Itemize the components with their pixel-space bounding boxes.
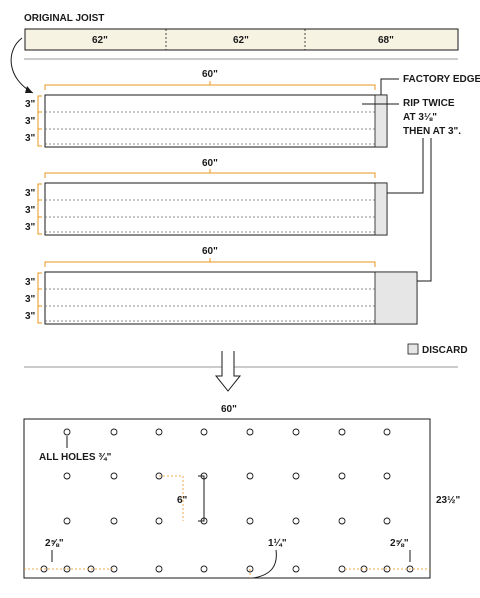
board-1-strip-2: 3" <box>25 116 36 127</box>
joist-segment-3: 68" <box>378 35 394 46</box>
rip-label-line2: AT 3⅛" <box>403 112 437 123</box>
hole-icon <box>292 565 300 573</box>
spacing-label: 6" <box>177 495 188 506</box>
hole-icon <box>200 565 208 573</box>
original-joist-title: ORIGINAL JOIST <box>24 13 104 24</box>
down-arrow-icon <box>214 351 242 392</box>
hole-icon <box>338 565 346 573</box>
hole-icon <box>155 517 163 525</box>
board-1: 60" 3" 3" 3" <box>25 69 388 148</box>
hole-icon <box>246 472 254 480</box>
discard-label: DISCARD <box>422 345 468 356</box>
hole-icon <box>110 517 118 525</box>
right-edge-label: 2⅝" <box>390 538 409 549</box>
hole-icon <box>110 472 118 480</box>
left-edge-label: 2⅝" <box>45 538 64 549</box>
discard-swatch <box>407 343 419 355</box>
board-2: 60" 3" 3" 3" <box>25 158 388 236</box>
hole-icon <box>155 428 163 436</box>
hole-icon <box>292 428 300 436</box>
board-2-strip-3: 3" <box>25 222 36 233</box>
hole-icon <box>155 565 163 573</box>
board-1-strip-3: 3" <box>25 133 36 144</box>
holes-grid <box>40 428 414 573</box>
arrowhead-icon <box>25 86 33 93</box>
hole-icon <box>63 472 71 480</box>
original-joist: 62" 62" 68" <box>24 28 459 51</box>
panel-height-label: 23½" <box>436 495 460 506</box>
hole-icon <box>383 517 391 525</box>
hole-icon <box>338 472 346 480</box>
board-3-length: 60" <box>202 246 218 257</box>
hole-icon <box>383 428 391 436</box>
factory-edge-label: FACTORY EDGE <box>403 74 480 85</box>
joist-segment-1: 62" <box>92 35 108 46</box>
hole-icon <box>292 472 300 480</box>
top-panel <box>23 418 431 579</box>
joist-segment-2: 62" <box>233 35 249 46</box>
hole-icon <box>200 428 208 436</box>
hole-icon <box>246 517 254 525</box>
hole-icon <box>383 472 391 480</box>
board-3: 60" 3" 3" 3" <box>25 246 418 325</box>
board-3-strip-1: 3" <box>25 277 36 288</box>
hole-icon <box>246 428 254 436</box>
rip-label-line3: THEN AT 3". <box>403 126 461 137</box>
hole-icon <box>63 428 71 436</box>
board-2-strip-1: 3" <box>25 188 36 199</box>
board-2-length: 60" <box>202 158 218 169</box>
spacing-bracket <box>198 475 205 522</box>
board-3-strip-3: 3" <box>25 311 36 322</box>
spacing-dim-line <box>159 475 184 521</box>
panel-width-label: 60" <box>221 404 237 415</box>
hole-icon <box>63 517 71 525</box>
rip-label-line1: RIP TWICE <box>403 98 455 109</box>
holes-size-label: ALL HOLES ¾" <box>39 452 112 463</box>
board-3-strip-2: 3" <box>25 294 36 305</box>
board-1-strip-1: 3" <box>25 99 36 110</box>
board-2-strip-2: 3" <box>25 205 36 216</box>
hole-icon <box>338 428 346 436</box>
hole-icon <box>292 517 300 525</box>
hole-icon <box>110 428 118 436</box>
factory-edge-leader <box>380 78 399 95</box>
board-1-length: 60" <box>202 69 218 80</box>
bottom-edge-label: 1¼" <box>268 538 287 549</box>
hole-icon <box>338 517 346 525</box>
